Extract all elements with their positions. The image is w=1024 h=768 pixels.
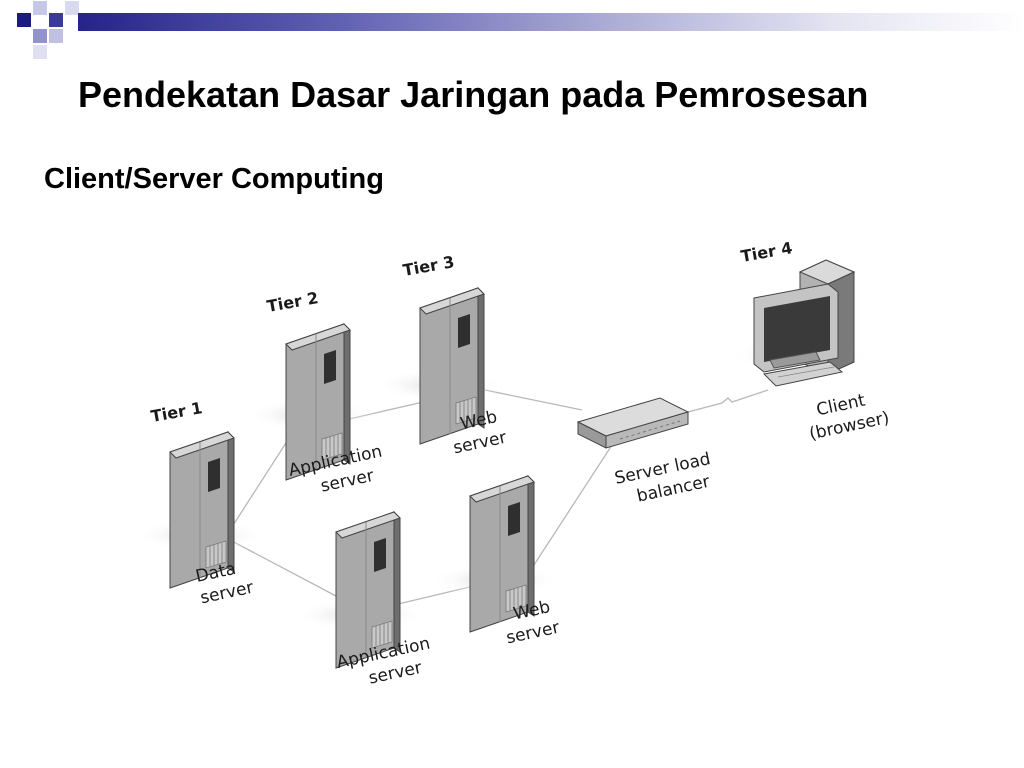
tier-2-label: Tier 2 (265, 288, 319, 316)
header-bar (0, 0, 1024, 62)
tier-3-label: Tier 3 (401, 252, 455, 280)
link-web-bottom-balancer (531, 444, 613, 569)
page-title: Pendekatan Dasar Jaringan pada Pemrosesa… (78, 74, 869, 115)
header-squares-decoration (17, 1, 79, 59)
link-data-app-bottom (229, 539, 337, 597)
web-server-top-label-line2: server (451, 428, 508, 459)
tier-4-label: Tier 4 (739, 238, 793, 266)
load-balancer-label: Server load balancer (613, 449, 713, 507)
link-data-app-top (229, 431, 294, 531)
header-gradient-bar (78, 13, 1024, 31)
client-computer-icon (753, 259, 856, 387)
link-web-top-balancer (484, 389, 583, 411)
page-subtitle: Client/Server Computing (44, 163, 384, 195)
link-balancer-client (687, 389, 769, 413)
web-server-bottom-label-line2: server (504, 618, 561, 649)
client-label: Client (browser) (807, 391, 891, 445)
tier-1-label: Tier 1 (149, 398, 203, 426)
load-balancer-icon (576, 397, 690, 449)
